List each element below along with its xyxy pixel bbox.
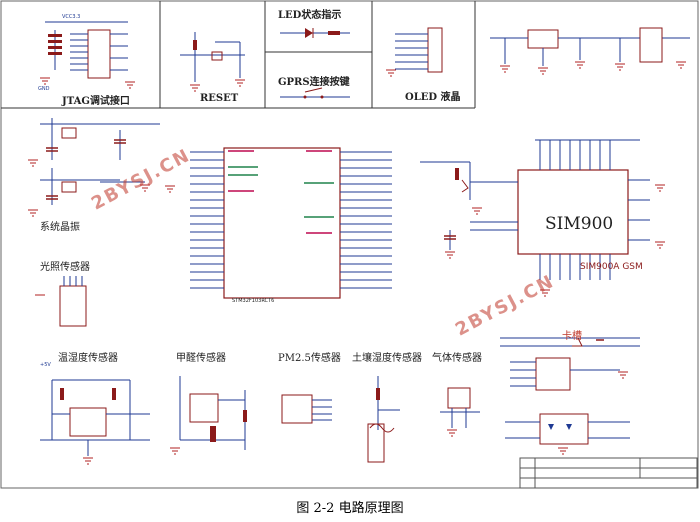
gprs-key-circuit: [280, 87, 350, 99]
vcc5-net-label: +5V: [40, 362, 51, 368]
led-section-title: LED状态指示: [278, 10, 342, 21]
figure-caption: 图 2-2 电路原理图: [296, 501, 404, 516]
light-sensor-module: [35, 276, 87, 327]
soil-section-title: 土壤湿度传感器: [352, 353, 422, 364]
crystal-circuit: [28, 118, 160, 217]
jtag-section-title: JTAG调试接口: [62, 96, 130, 107]
led-circuit: [280, 28, 350, 38]
reset-circuit: [180, 32, 245, 92]
sim-slot-circuit: [500, 337, 640, 391]
reset-section-title: RESET: [200, 93, 239, 104]
gas-section-title: 气体传感器: [432, 353, 482, 364]
formaldehyde-section-title: 甲醛传感器: [176, 353, 226, 364]
temp-humidity-section-title: 温湿度传感器: [58, 353, 118, 364]
power-regulator: [490, 27, 690, 75]
vcc-net-label: VCC3.3: [62, 14, 81, 20]
gsm-module: [420, 139, 665, 297]
schematic-sheet: [0, 0, 699, 489]
gsm-cap: [444, 230, 456, 259]
esd-protection: [505, 413, 630, 455]
gsm-chip-label: SIM900: [545, 214, 614, 234]
crystal-section-title: 系统晶振: [40, 222, 80, 233]
mcu-chip: [165, 147, 392, 299]
gsm-module-caption: SIM900A GSM: [580, 262, 643, 272]
light-section-title: 光照传感器: [40, 262, 90, 273]
title-block: [519, 457, 698, 489]
oled-section-title: OLED 液晶: [405, 92, 461, 103]
top-row-dividers: [1, 1, 476, 109]
soil-sensor-circuit: [367, 376, 400, 463]
pm25-section-title: PM2.5传感器: [278, 353, 341, 364]
oled-connector: [386, 27, 443, 77]
gnd-net-label: GND: [38, 86, 50, 92]
gas-sensor-circuit: [440, 387, 480, 437]
sim-slot-title: 卡槽: [562, 331, 582, 342]
jtag-header: [40, 21, 135, 89]
gprs-key-section-title: GPRS连接按键: [278, 77, 350, 88]
pm25-module: [281, 394, 332, 424]
formaldehyde-circuit: [170, 376, 247, 455]
mcu-part-label: STM32F103RCT6: [232, 298, 275, 304]
temp-humidity-circuit: [40, 379, 150, 465]
